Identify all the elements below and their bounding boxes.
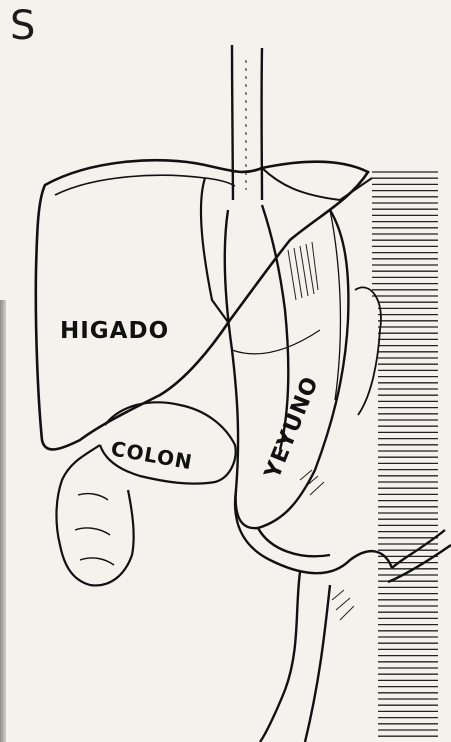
spine-hatching: [372, 172, 438, 736]
jejunum-label: YEYUNO: [260, 373, 324, 483]
liver-label: HIGADO: [60, 318, 169, 344]
liver-outline: [36, 160, 372, 449]
esophagus-tube: [232, 45, 262, 200]
